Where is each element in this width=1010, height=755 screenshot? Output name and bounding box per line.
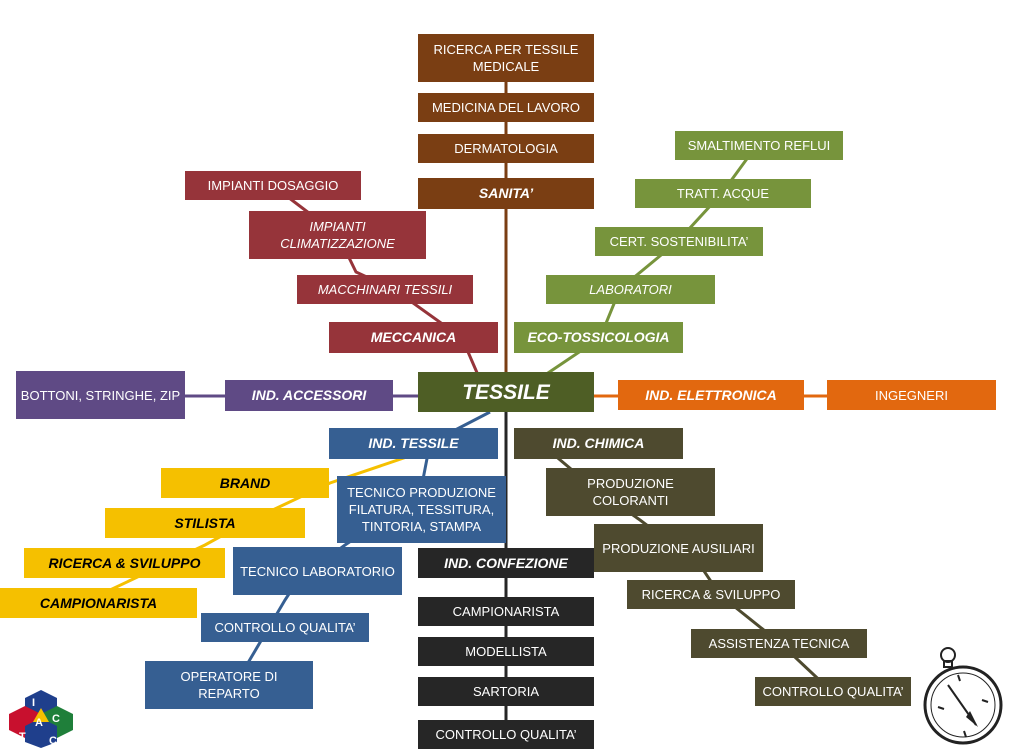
- confezione-header: IND. CONFEZIONE: [418, 548, 594, 578]
- confezione-item-modellista: MODELLISTA: [418, 637, 594, 666]
- confezione-item-sartoria: SARTORIA: [418, 677, 594, 706]
- meccanica-item-impianti-climatizzazione: IMPIANTI CLIMATIZZAZIONE: [249, 211, 426, 259]
- logo-letter-c2: C: [49, 735, 57, 747]
- ind-tessile-item-controllo-qualita: CONTROLLO QUALITA’: [201, 613, 369, 642]
- fashion-item-campionarista: CAMPIONARISTA: [0, 588, 197, 618]
- meccanica-header: MECCANICA: [329, 322, 498, 353]
- eco-item-cert-sostenibilita: CERT. SOSTENIBILITA’: [595, 227, 763, 256]
- logo-letter-t: T: [19, 731, 26, 743]
- sanita-header: SANITA’: [418, 178, 594, 209]
- confezione-item-controllo-qualita: CONTROLLO QUALITA’: [418, 720, 594, 749]
- logo-letter-a: A: [35, 717, 43, 729]
- confezione-item-campionarista: CAMPIONARISTA: [418, 597, 594, 626]
- accessori-header: IND. ACCESSORI: [225, 380, 393, 411]
- eco-item-tratt-acque: TRATT. ACQUE: [635, 179, 811, 208]
- iactc-logo: I A C T C: [9, 690, 73, 748]
- eco-item-laboratori: LABORATORI: [546, 275, 715, 304]
- meccanica-item-impianti-dosaggio: IMPIANTI DOSAGGIO: [185, 171, 361, 200]
- sanita-item-ricerca-medicale: RICERCA PER TESSILE MEDICALE: [418, 34, 594, 82]
- elettronica-item-ingegneri: INGEGNERI: [827, 380, 996, 410]
- chimica-item-controllo-qualita: CONTROLLO QUALITA’: [755, 677, 911, 706]
- elettronica-header: IND. ELETTRONICA: [618, 380, 804, 410]
- logo-letter-c: C: [52, 713, 60, 725]
- chimica-item-produzione-ausiliari: PRODUZIONE AUSILIARI: [594, 524, 763, 572]
- fashion-item-ricerca-sviluppo: RICERCA & SVILUPPO: [24, 548, 225, 578]
- ind-tessile-header: IND. TESSILE: [329, 428, 498, 459]
- logo-letter-i: I: [32, 697, 35, 709]
- ind-tessile-item-operatore-reparto: OPERATORE DI REPARTO: [145, 661, 313, 709]
- eco-header: ECO-TOSSICOLOGIA: [514, 322, 683, 353]
- fashion-item-brand: BRAND: [161, 468, 329, 498]
- ind-tessile-item-tecnico-laboratorio: TECNICO LABORATORIO: [233, 547, 402, 595]
- fashion-item-stilista: STILISTA: [105, 508, 305, 538]
- chimica-item-assistenza-tecnica: ASSISTENZA TECNICA: [691, 629, 867, 658]
- center-tessile: TESSILE: [418, 372, 594, 412]
- sanita-item-dermatologia: DERMATOLOGIA: [418, 134, 594, 163]
- meccanica-item-macchinari-tessili: MACCHINARI TESSILI: [297, 275, 473, 304]
- chimica-item-produzione-coloranti: PRODUZIONE COLORANTI: [546, 468, 715, 516]
- compass-icon: [923, 647, 1003, 745]
- chimica-header: IND. CHIMICA: [514, 428, 683, 459]
- accessori-item-bottoni: BOTTONI, STRINGHE, ZIP: [16, 371, 185, 419]
- eco-item-smaltimento-reflui: SMALTIMENTO REFLUI: [675, 131, 843, 160]
- sanita-item-medicina-lavoro: MEDICINA DEL LAVORO: [418, 93, 594, 122]
- chimica-item-ricerca-sviluppo: RICERCA & SVILUPPO: [627, 580, 795, 609]
- ind-tessile-item-tecnico-produzione: TECNICO PRODUZIONE FILATURA, TESSITURA, …: [337, 476, 506, 543]
